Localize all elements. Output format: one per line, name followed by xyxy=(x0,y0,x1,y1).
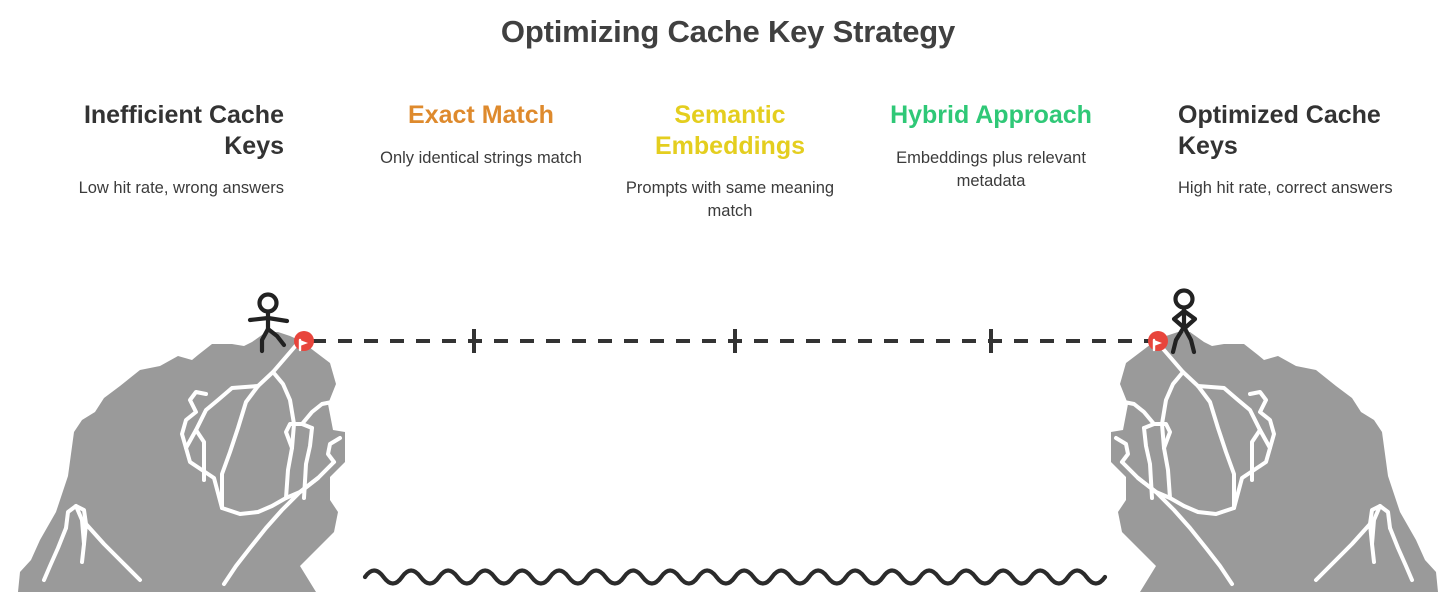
right-mountain-body xyxy=(1111,332,1438,592)
column-optimized-cache-keys: Optimized Cache Keys High hit rate, corr… xyxy=(1178,100,1440,200)
column-heading-inefficient-cache-keys: Inefficient Cache Keys xyxy=(83,101,284,160)
column-heading-hybrid-approach: Hybrid Approach xyxy=(890,101,1092,129)
left-mountain xyxy=(18,332,345,592)
column-subtitle-optimized-cache-keys: High hit rate, correct answers xyxy=(1178,179,1393,197)
column-subtitle-hybrid-approach: Embeddings plus relevant metadata xyxy=(896,148,1086,190)
column-exact-match: Exact Match Only identical strings match xyxy=(356,100,606,170)
column-inefficient-cache-keys: Inefficient Cache Keys Low hit rate, wro… xyxy=(18,100,284,200)
right-red-dot-marker xyxy=(1148,331,1168,352)
column-heading-optimized-cache-keys: Optimized Cache Keys xyxy=(1178,101,1381,160)
left-mountain-cracks xyxy=(42,341,342,586)
column-heading-semantic-embeddings: Semantic Embeddings xyxy=(654,101,805,160)
column-subtitle-semantic-embeddings: Prompts with same meaning match xyxy=(625,179,835,221)
journey-dashed-line xyxy=(312,329,1154,353)
right-mountain-cracks xyxy=(1114,341,1414,586)
column-subtitle-inefficient-cache-keys: Low hit rate, wrong answers xyxy=(78,179,284,197)
column-hybrid-approach: Hybrid Approach Embeddings plus relevant… xyxy=(876,100,1106,193)
left-mountain-body xyxy=(18,332,345,592)
left-red-dot-marker xyxy=(294,331,314,352)
page-title: Optimizing Cache Key Strategy xyxy=(500,14,956,49)
column-semantic-embeddings: Semantic Embeddings Prompts with same me… xyxy=(612,100,848,224)
left-stick-figure-walking xyxy=(247,292,290,354)
column-subtitle-exact-match: Only identical strings match xyxy=(380,148,582,167)
wavy-water-line xyxy=(362,568,1108,586)
right-mountain xyxy=(1111,332,1438,592)
right-stick-figure-standing xyxy=(1170,288,1198,355)
column-heading-exact-match: Exact Match xyxy=(408,101,554,129)
